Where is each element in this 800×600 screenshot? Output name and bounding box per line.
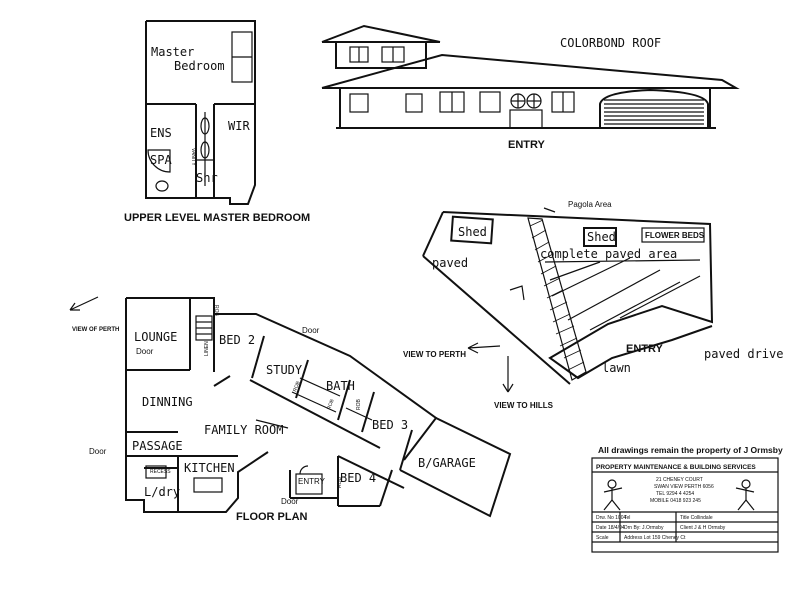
room-bed2: BED 2: [219, 333, 255, 347]
address-line-1: 21 CHENEY COURT: [656, 477, 703, 483]
pergola-area: [527, 217, 587, 381]
elevation-roof-label: COLORBOND ROOF: [560, 36, 661, 50]
site-label-view-perth: VIEW TO PERTH: [403, 350, 466, 359]
tel-field: Tel: [624, 515, 630, 521]
site-label-shed-left: Shed: [458, 225, 487, 239]
small-label-rob-1: ROB: [213, 305, 219, 317]
view-to-hills-arrow: [502, 356, 514, 393]
client-name: Client J & H Ormsby: [680, 525, 726, 531]
small-label-recess: RECESS: [150, 469, 171, 475]
room-passage: PASSAGE: [132, 439, 183, 453]
site-label-paved-drive: paved drive: [704, 347, 783, 361]
site-label-complete-paved: complete paved area: [540, 247, 677, 261]
drawing-date: Date 18/4/94: [596, 525, 625, 531]
ownership-note: All drawings remain the property of J Or…: [598, 445, 783, 455]
upper-label-vanity: VANITY: [190, 148, 196, 166]
site-address: Address Lot 159 Cheney Ct: [624, 535, 686, 541]
upper-label-spa: SPA: [150, 153, 172, 167]
site-label-view-hills: VIEW TO HILLS: [494, 401, 554, 410]
room-bed3: BED 3: [372, 418, 408, 432]
room-dinning: DINNING: [142, 395, 193, 409]
upper-label-wir: WIR: [228, 119, 250, 133]
elevation-caption: ENTRY: [508, 139, 546, 151]
room-garage: B/GARAGE: [418, 456, 476, 470]
pergola-hatch: [529, 219, 585, 371]
small-label-rob-3: ROB: [356, 399, 362, 411]
site-label-pergola: Pagola Area: [568, 200, 612, 209]
floor-plan: VIEW OF PERTH: [69, 296, 512, 523]
drawn-by: Drn By: J.Ormsby: [624, 525, 664, 531]
site-label-paved: paved: [432, 256, 468, 270]
site-label-shed-right: Shed: [587, 230, 616, 244]
company-name: PROPERTY MAINTENANCE & BUILDING SERVICES: [596, 464, 756, 471]
site-label-flower-beds: FLOWER BEDS: [645, 231, 705, 240]
address-line-3: TEL 9294 4 4254: [656, 491, 694, 497]
front-elevation: COLORBOND ROOF ENTRY: [321, 24, 740, 151]
address-line-2: SWAN VIEW PERTH 6056: [654, 484, 714, 490]
company-logo: [603, 479, 755, 511]
room-family: FAMILY ROOM: [204, 423, 283, 437]
drawing-title: Title Collindale: [680, 515, 713, 521]
door-label-passage: Door: [89, 447, 107, 456]
door-label-lounge: Door: [136, 347, 154, 356]
upper-level-plan: Master Bedroom ENS SPA WIR Shr VANITY UP…: [124, 20, 310, 224]
upper-label-bedroom: Bedroom: [174, 59, 225, 73]
room-study: STUDY: [266, 363, 303, 377]
garage-door-slats: [604, 99, 704, 125]
room-entry: ENTRY: [298, 477, 326, 486]
room-lounge: LOUNGE: [134, 330, 177, 344]
upper-label-ens: ENS: [150, 126, 172, 140]
upper-plan-title: UPPER LEVEL MASTER BEDROOM: [124, 212, 310, 224]
view-to-perth-arrow: [467, 342, 501, 354]
upper-label-shr: Shr: [196, 171, 218, 185]
drawing-number: Drw. No 1004: [596, 515, 627, 521]
room-bed4: BED 4: [340, 471, 376, 485]
upper-label-master: Master: [151, 45, 194, 59]
door-label-study: Door: [302, 326, 320, 335]
small-label-rob-5: ROB: [326, 398, 336, 411]
room-laundry: L/dry: [144, 485, 180, 499]
site-plan: Pagola Area Shed Shed FLOWER BEDS paved …: [403, 200, 783, 410]
site-label-lawn: lawn: [602, 361, 631, 375]
site-label-entry: ENTRY: [626, 343, 664, 355]
small-label-linen: LINEN: [204, 341, 210, 356]
floor-plan-title: FLOOR PLAN: [236, 511, 308, 523]
view-of-perth-arrow: [69, 296, 99, 311]
scale-field: Scale: [596, 535, 609, 541]
room-kitchen: KITCHEN: [184, 461, 235, 475]
address-line-4: MOBILE 0418 923 245: [650, 498, 701, 504]
room-bath: BATH: [326, 379, 355, 393]
door-label-entry: Door: [281, 497, 299, 506]
title-block: All drawings remain the property of J Or…: [591, 445, 783, 553]
small-label-rob-2: ROB: [337, 477, 343, 489]
plan-label-view-of-perth: VIEW OF PERTH: [72, 327, 119, 333]
small-label-rob-4: ROB: [292, 380, 302, 393]
